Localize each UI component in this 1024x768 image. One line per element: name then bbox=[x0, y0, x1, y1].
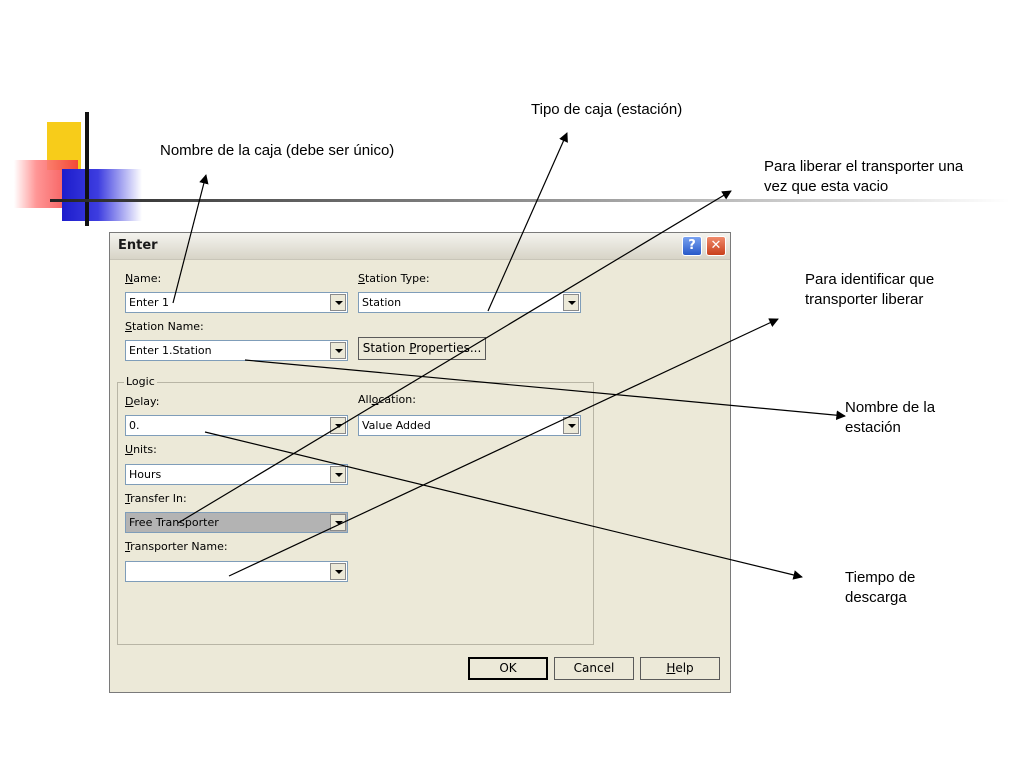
units-label: Units: bbox=[125, 443, 157, 456]
annotation-tiempo-line1: Tiempo de bbox=[845, 569, 916, 586]
decorative-horizontal-line bbox=[50, 199, 1010, 202]
chevron-down-icon[interactable] bbox=[563, 294, 579, 311]
annotation-identificar-line2: transporter liberar bbox=[805, 291, 924, 308]
chevron-down-icon[interactable] bbox=[330, 294, 346, 311]
annotation-nombre-estacion: Nombre de la estación bbox=[845, 398, 935, 438]
annotation-nombre-caja: Nombre de la caja (debe ser único) bbox=[160, 142, 395, 159]
annotation-tiempo-line2: descarga bbox=[845, 589, 907, 606]
help-icon[interactable]: ? bbox=[682, 236, 702, 256]
chevron-down-icon[interactable] bbox=[330, 563, 346, 580]
station-type-value: Station bbox=[362, 296, 402, 309]
annotation-identificar-line1: Para identificar que bbox=[805, 271, 935, 288]
delay-label-text: elay: bbox=[133, 395, 160, 408]
help-button-mnemonic: H bbox=[666, 661, 676, 675]
delay-label: Delay: bbox=[125, 395, 159, 408]
transfer-in-label: Transfer In: bbox=[125, 492, 187, 505]
station-type-label-text: tation Type: bbox=[364, 272, 430, 285]
station-type-combobox[interactable]: Station bbox=[358, 292, 581, 313]
annotation-nombre-estacion-line1: Nombre de la bbox=[845, 399, 936, 416]
annotation-liberar-transporter: Para liberar el transporter una vez que … bbox=[764, 157, 963, 197]
chevron-down-icon[interactable] bbox=[563, 417, 579, 434]
station-type-label-mnemonic: S bbox=[358, 272, 365, 285]
annotation-identificar-transporter: Para identificar que transporter liberar bbox=[805, 270, 934, 310]
transfer-in-label-text: ransfer In: bbox=[130, 492, 187, 505]
annotation-tiempo-descarga: Tiempo de descarga bbox=[845, 568, 915, 608]
station-name-combobox[interactable]: Enter 1.Station bbox=[125, 340, 348, 361]
allocation-label-a: All bbox=[358, 393, 372, 406]
help-button[interactable]: Help bbox=[640, 657, 720, 680]
transfer-in-label-mnemonic: T bbox=[125, 492, 131, 505]
station-name-label: Station Name: bbox=[125, 320, 204, 333]
dialog-titlebar[interactable]: Enter ? ✕ bbox=[110, 233, 730, 260]
station-properties-text-b: roperties... bbox=[416, 341, 482, 355]
station-type-label: Station Type: bbox=[358, 272, 430, 285]
delay-value: 0. bbox=[129, 419, 140, 432]
annotation-nombre-estacion-line2: estación bbox=[845, 419, 901, 436]
units-value: Hours bbox=[129, 468, 162, 481]
allocation-label-b: cation: bbox=[378, 393, 416, 406]
station-properties-button[interactable]: Station Properties... bbox=[358, 337, 486, 360]
chevron-down-icon[interactable] bbox=[330, 466, 346, 483]
dialog-title: Enter bbox=[118, 238, 158, 253]
decorative-vertical-line bbox=[85, 112, 89, 226]
transporter-name-label-text: ransporter Name: bbox=[130, 540, 228, 553]
transporter-name-label-mnemonic: T bbox=[125, 540, 131, 553]
name-value: Enter 1 bbox=[129, 296, 170, 309]
units-combobox[interactable]: Hours bbox=[125, 464, 348, 485]
annotation-liberar-line1: Para liberar el transporter una bbox=[764, 158, 964, 175]
delay-label-mnemonic: D bbox=[125, 395, 134, 408]
chevron-down-icon[interactable] bbox=[330, 417, 346, 434]
delay-combobox[interactable]: 0. bbox=[125, 415, 348, 436]
station-name-label-mnemonic: S bbox=[125, 320, 132, 333]
transfer-in-combobox[interactable]: Free Transporter bbox=[125, 512, 348, 533]
transporter-name-label: Transporter Name: bbox=[125, 540, 228, 553]
station-name-label-text: tation Name: bbox=[131, 320, 204, 333]
allocation-label: Allocation: bbox=[358, 393, 416, 406]
name-combobox[interactable]: Enter 1 bbox=[125, 292, 348, 313]
ok-button[interactable]: OK bbox=[468, 657, 548, 680]
logic-group-title: Logic bbox=[124, 375, 157, 388]
annotation-liberar-line2: vez que esta vacio bbox=[764, 178, 889, 195]
enter-dialog: Enter ? ✕ Name: Enter 1 Station Type: St… bbox=[109, 232, 731, 693]
name-label-text: ame: bbox=[133, 272, 162, 285]
annotation-tipo-caja: Tipo de caja (estación) bbox=[531, 101, 683, 118]
units-label-mnemonic: U bbox=[125, 443, 134, 456]
station-name-value: Enter 1.Station bbox=[129, 344, 212, 357]
decorative-blue-gradient bbox=[62, 169, 142, 221]
units-label-text: nits: bbox=[133, 443, 157, 456]
transporter-name-combobox[interactable] bbox=[125, 561, 348, 582]
chevron-down-icon[interactable] bbox=[330, 514, 346, 531]
station-properties-text-a: Station bbox=[362, 341, 410, 355]
allocation-value: Value Added bbox=[362, 419, 431, 432]
name-label-mnemonic: N bbox=[125, 272, 134, 285]
close-icon[interactable]: ✕ bbox=[706, 236, 726, 256]
chevron-down-icon[interactable] bbox=[330, 342, 346, 359]
allocation-combobox[interactable]: Value Added bbox=[358, 415, 581, 436]
transfer-in-value: Free Transporter bbox=[129, 516, 219, 529]
help-button-text: elp bbox=[675, 661, 694, 675]
name-label: Name: bbox=[125, 272, 161, 285]
cancel-button[interactable]: Cancel bbox=[554, 657, 634, 680]
